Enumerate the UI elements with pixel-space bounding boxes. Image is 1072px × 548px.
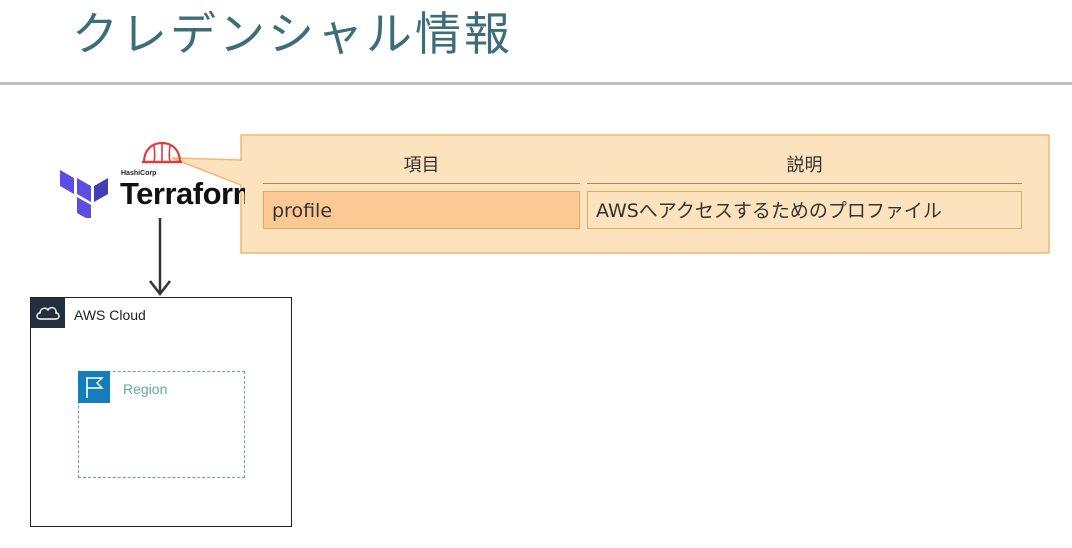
hashicorp-helmet-icon — [142, 141, 182, 164]
terraform-mark-icon — [60, 170, 108, 218]
header-item: 項目 — [403, 155, 440, 176]
header-underline-item — [263, 183, 580, 184]
region-label: Region — [123, 381, 168, 397]
flag-icon — [78, 371, 110, 403]
aws-cloud-group: AWS Cloud Region — [30, 297, 292, 527]
page-title: クレデンシャル情報 — [72, 7, 513, 61]
aws-cloud-label: AWS Cloud — [74, 307, 146, 323]
header-underline-description — [587, 183, 1022, 184]
cell-item-profile: profile — [263, 191, 580, 229]
region-group: Region — [78, 371, 245, 478]
title-divider — [0, 82, 1072, 85]
aws-cloud-icon — [31, 298, 65, 328]
terraform-logo: HashiCorp Terraform — [60, 140, 245, 220]
hashicorp-wordmark: HashiCorp — [121, 170, 157, 177]
header-description: 説明 — [786, 155, 823, 176]
cell-description-profile: AWSへアクセスするためのプロファイル — [587, 191, 1022, 229]
terraform-wordmark: Terraform — [120, 176, 245, 211]
